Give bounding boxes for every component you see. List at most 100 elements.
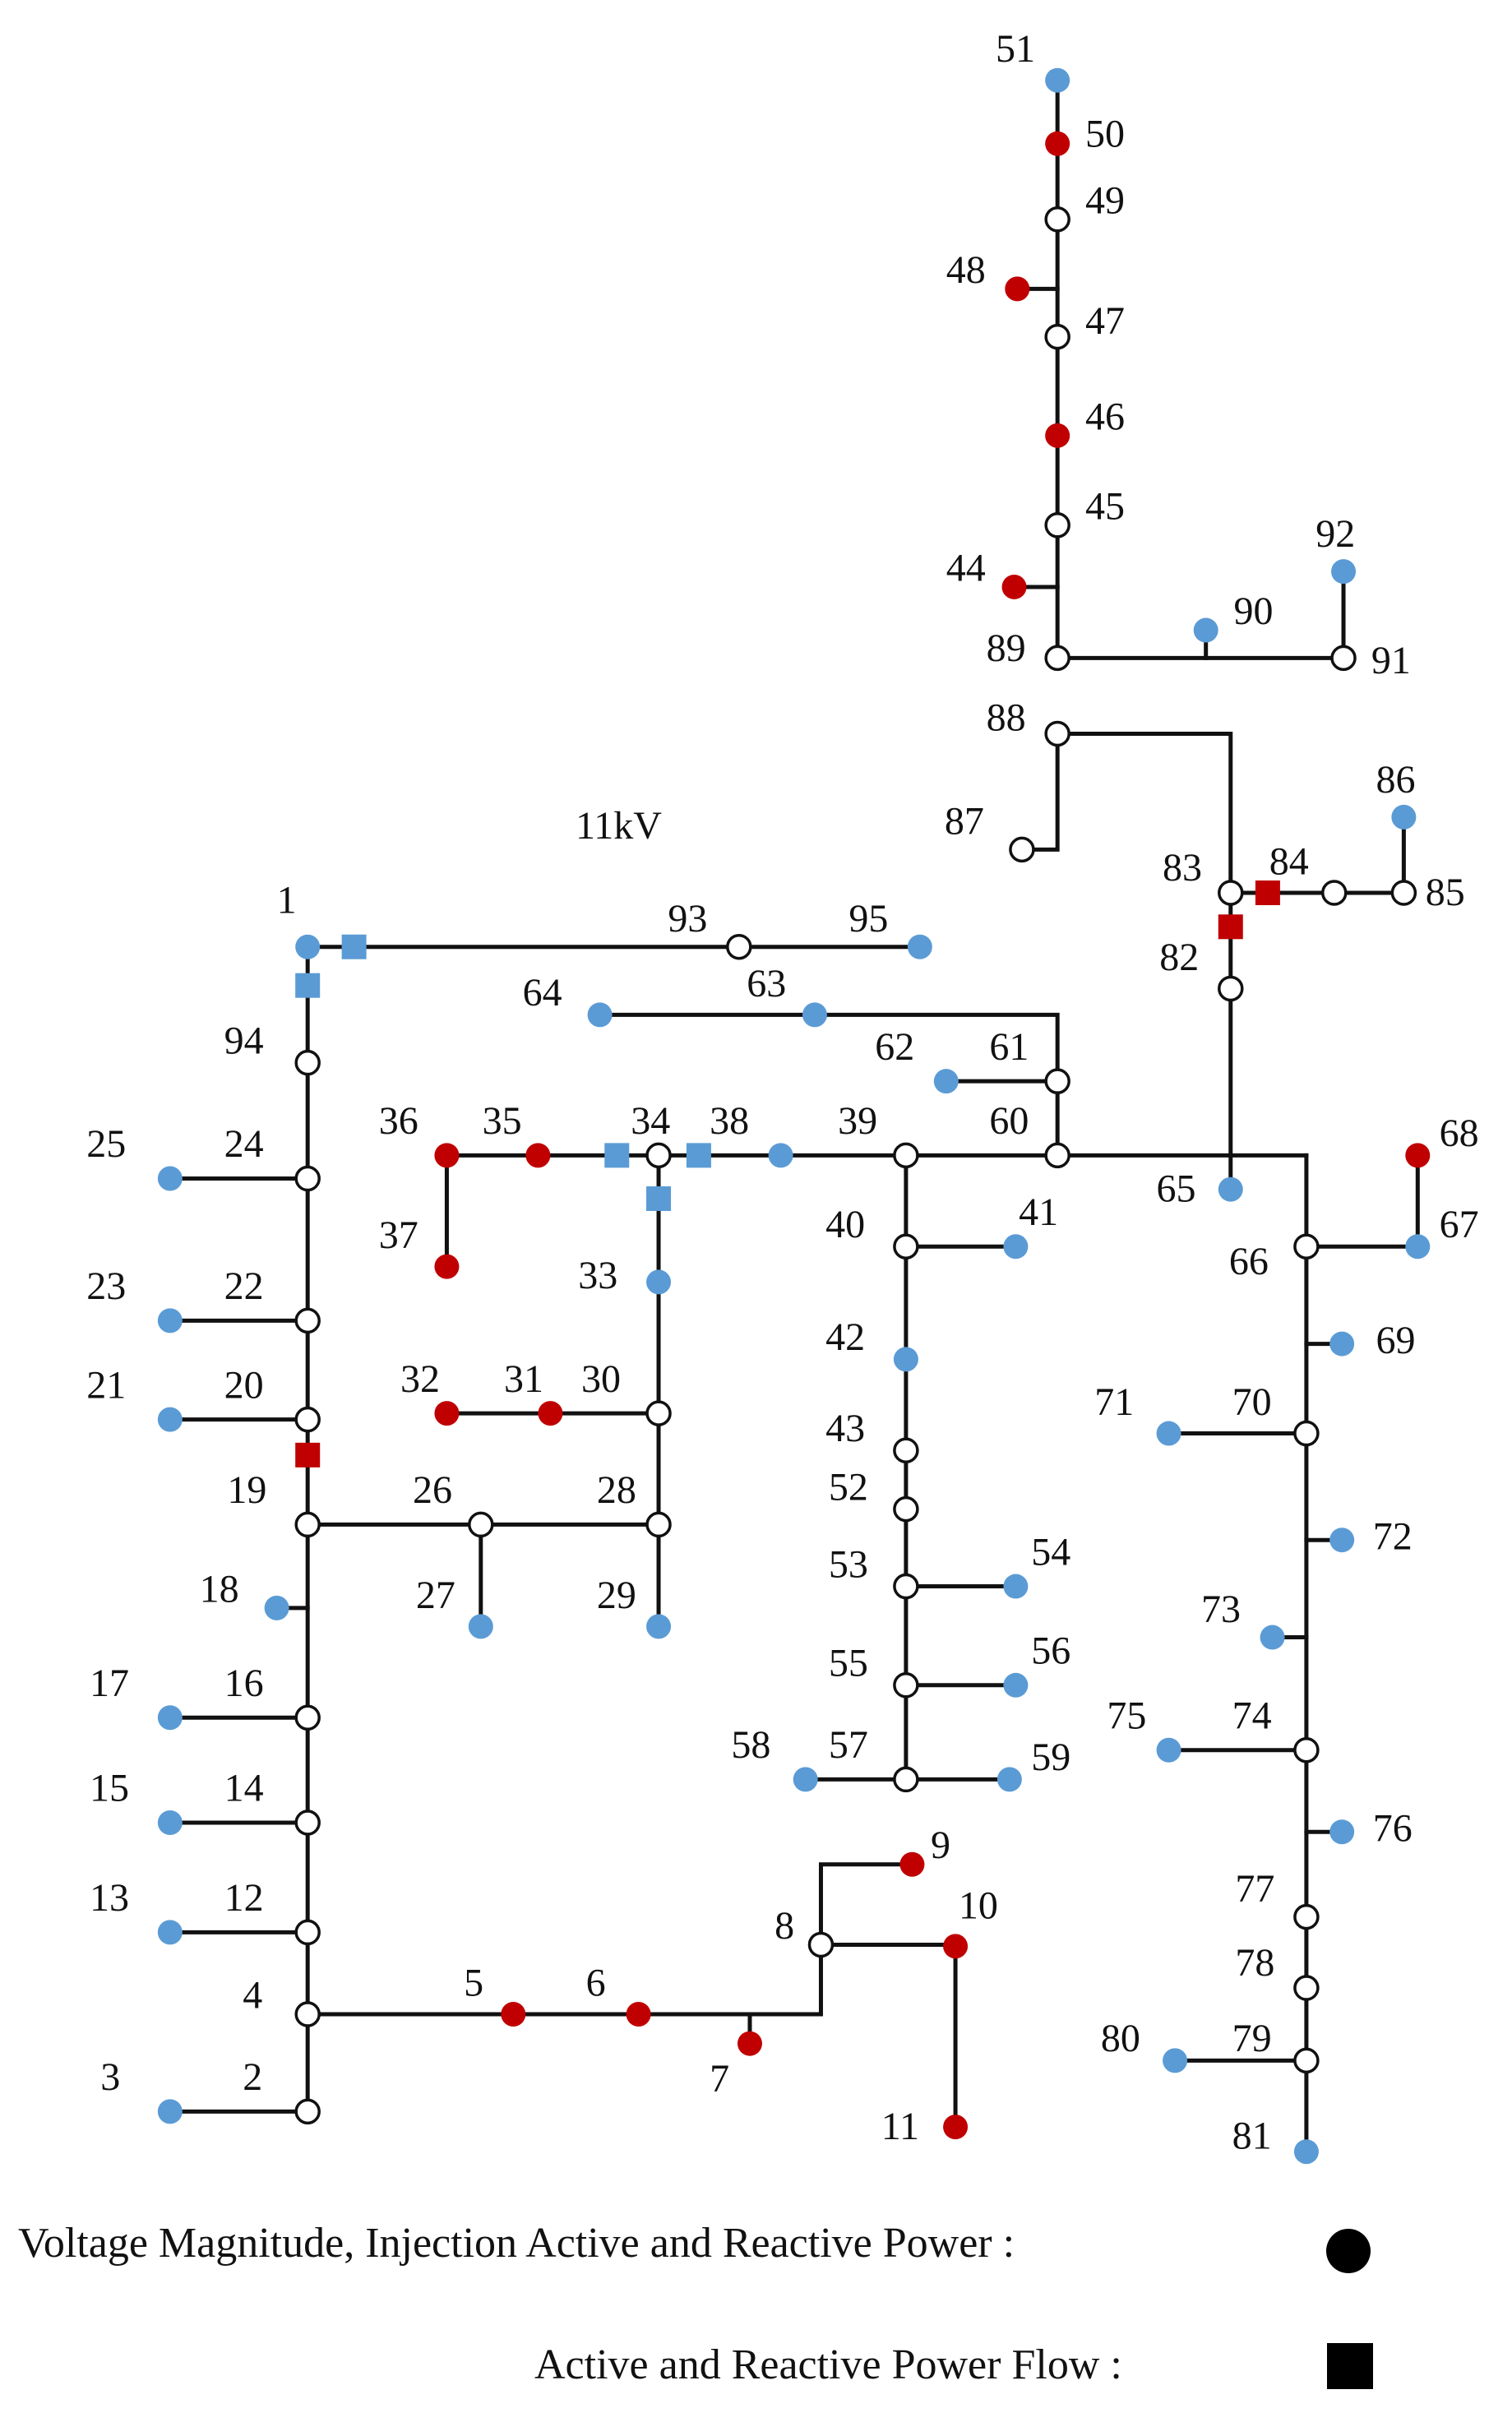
bus-label-68: 68 [1440,1112,1479,1155]
bus-label-23: 23 [86,1264,126,1308]
bus-node-92 [1331,559,1357,585]
bus-label-11: 11 [881,2105,919,2148]
bus-node-95 [907,934,932,959]
bus-node-76 [1329,1819,1355,1845]
bus-label-39: 39 [838,1099,877,1143]
bus-label-2: 2 [243,2055,262,2099]
bus-label-86: 86 [1376,758,1416,802]
line-segment [1228,815,1406,1192]
bus-node-53 [893,1573,919,1600]
bus-node-27 [468,1614,493,1639]
bus-node-23 [157,1308,183,1333]
bus-label-22: 22 [224,1264,264,1308]
bus-node-58 [793,1767,818,1792]
bus-node-49 [1044,206,1070,233]
bus-label-5: 5 [464,1961,483,2004]
bus-node-79 [1293,2047,1320,2074]
bus-label-10: 10 [959,1884,998,1928]
legend-circle-icon [1326,2229,1371,2273]
bus-node-6 [626,2001,651,2027]
bus-node-72 [1329,1528,1355,1553]
bus-node-24 [294,1165,321,1192]
bus-node-85 [1390,880,1417,906]
bus-label-47: 47 [1085,299,1125,343]
bus-node-57 [893,1766,919,1793]
bus-label-79: 79 [1232,2017,1272,2060]
bus-node-8 [807,1931,835,1958]
bus-label-51: 51 [996,27,1035,71]
bus-label-88: 88 [987,696,1026,740]
bus-label-78: 78 [1235,1941,1274,1985]
bus-label-73: 73 [1201,1588,1241,1631]
bus-label-32: 32 [400,1357,440,1401]
bus-node-87 [1009,836,1035,863]
bus-label-58: 58 [731,1723,770,1767]
bus-node-88 [1044,720,1070,747]
bus-node-34 [645,1142,672,1169]
bus-node-38 [768,1143,793,1168]
network-lines [168,78,1420,2154]
bus-label-35: 35 [483,1099,522,1143]
bus-label-53: 53 [829,1542,868,1586]
flow-measurements [295,880,1280,1468]
bus-node-14 [294,1810,321,1836]
bus-label-25: 25 [86,1122,126,1166]
bus-label-29: 29 [597,1574,636,1617]
bus-node-73 [1260,1625,1285,1650]
bus-node-37 [434,1254,460,1279]
legend-circle-text: Voltage Magnitude, Injection Active and … [18,2220,1015,2267]
bus-node-90 [1193,617,1218,643]
bus-label-6: 6 [586,1961,606,2004]
bus-label-54: 54 [1031,1530,1070,1574]
bus-label-8: 8 [774,1904,794,1948]
bus-node-31 [538,1401,563,1426]
bus-label-41: 41 [1019,1190,1058,1234]
bus-label-38: 38 [710,1099,749,1143]
bus-node-18 [264,1595,289,1620]
bus-node-50 [1045,131,1070,156]
bus-node-4 [294,2001,321,2027]
bus-node-93 [726,933,752,960]
bus-node-51 [1045,67,1070,93]
bus-node-91 [1330,645,1357,672]
bus-node-65 [1218,1176,1243,1202]
bus-node-71 [1156,1421,1181,1446]
bus-label-50: 50 [1085,112,1125,155]
bus-node-61 [1044,1068,1070,1094]
bus-label-1: 1 [277,878,297,922]
bus-label-21: 21 [86,1363,126,1407]
bus-label-34: 34 [631,1099,670,1143]
bus-label-43: 43 [825,1407,865,1450]
bus-label-85: 85 [1426,871,1465,914]
line-segment [1304,1153,1420,1249]
bus-label-75: 75 [1107,1694,1146,1737]
bus-label-55: 55 [829,1642,868,1685]
flow-measurement-83-84 [1255,880,1280,905]
bus-node-9 [899,1851,925,1877]
bus-node-70 [1293,1420,1320,1447]
bus-node-3 [157,2099,183,2124]
bus-label-61: 61 [989,1025,1029,1069]
bus-label-93: 93 [668,897,707,941]
bus-label-56: 56 [1031,1629,1070,1672]
bus-label-94: 94 [224,1019,264,1062]
bus-node-78 [1293,1975,1320,2001]
bus-node-46 [1045,423,1070,448]
bus-node-29 [646,1614,672,1639]
bus-node-21 [157,1407,183,1432]
line-segment [1055,569,1346,660]
bus-label-62: 62 [875,1025,914,1069]
bus-node-20 [294,1406,321,1433]
bus-label-27: 27 [416,1574,455,1617]
bus-label-18: 18 [200,1567,239,1611]
bus-label-33: 33 [578,1254,617,1297]
bus-node-26 [468,1511,494,1538]
bus-node-44 [1001,574,1027,599]
bus-node-30 [645,1400,672,1426]
bus-node-40 [893,1233,919,1260]
bus-label-12: 12 [224,1876,264,1920]
bus-label-66: 66 [1229,1240,1269,1283]
legend: Voltage Magnitude, Injection Active and … [18,2220,1373,2389]
